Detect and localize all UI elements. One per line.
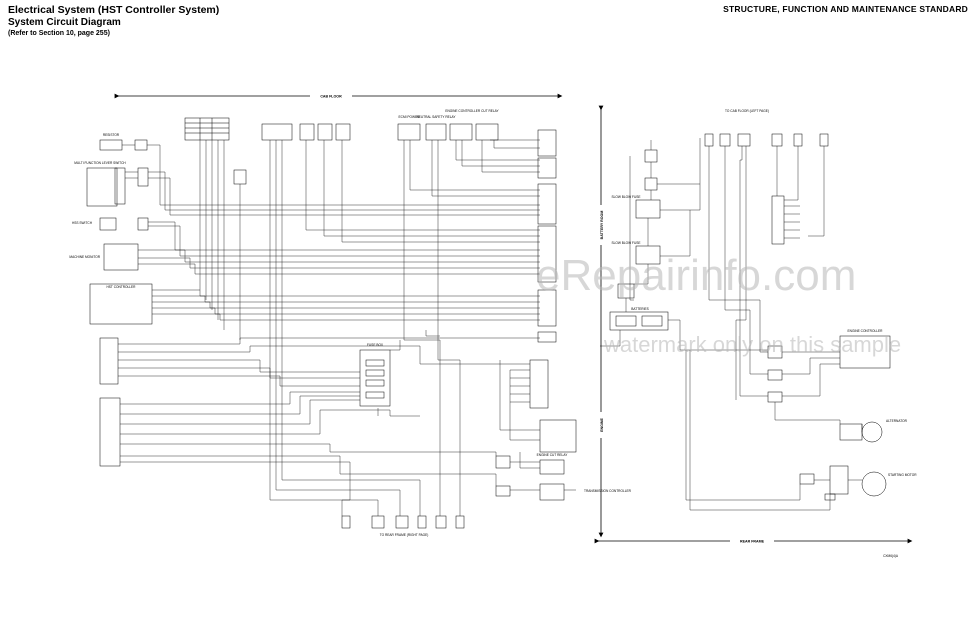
right-wiring [600,138,863,511]
rear-frame-boundary: REAR FRAME [594,537,913,545]
transmission-controller-label: TRANSMISSION CONTROLLER [584,489,632,493]
watermark-site: eRepairinfo.com [536,251,856,300]
fuse-box [359,349,391,407]
engine-cut-relay-label: ENGINE CUT RELAY [537,453,569,457]
batteries-label: BATTERIES [631,307,648,311]
page-title: Electrical System (HST Controller System… [8,4,220,16]
starting-motor-label: STARTING MOTOR [888,473,917,477]
to-rear-frame-label: TO REAR FRAME (RIGHT PAGE) [380,533,429,537]
slow-blow-fuse-1 [635,199,661,219]
connector-l41 [137,167,149,187]
hss-switch-box [99,217,117,231]
hst-controller-box [89,283,153,325]
neutral-safety-label: NEUTRAL SAFETY RELAY [416,115,456,119]
slow-blow-fuse-label-2: SLOW BLOW FUSE [611,241,640,245]
battery-room-label: BATTERY ROOM [600,211,604,240]
engine-controller-cut-relay [449,123,473,141]
battery-engine-boundary: BATTERY ROOM ENGINE [597,105,605,538]
connector-cs1 [261,123,293,141]
engine-controller-cut-relay-label: ENGINE CONTROLLER CUT RELAY [445,109,499,113]
alternator-symbol [861,421,883,443]
to-cab-floor-label: TO CAB FLOOR (LEFT PAGE) [725,109,769,113]
connector-l40 [134,139,148,151]
watermark-note: watermark only on this sample [603,332,901,357]
cab-floor-boundary: CAB FLOOR [114,92,563,100]
connector-stack-1 [99,337,119,385]
cab-floor-label: CAB FLOOR [320,95,342,99]
component-labels: RESISTOR MULTI FUNCTION LEVER SWITCH HSS… [69,109,917,558]
neutral-safety-relay [425,123,447,141]
ecm-power-label: ECMI POWER [399,115,421,119]
connector-stack-2 [99,397,121,467]
connector-mf1 [114,167,126,205]
hst-controller-2 [539,419,577,453]
rotation-switch-table [184,117,230,141]
engine-controller-label: ENGINE CONTROLLER [848,329,884,333]
rear-frame-label: REAR FRAME [740,540,765,544]
left-wiring [118,139,576,516]
engine-label: ENGINE [600,418,604,432]
resistor-box [99,139,123,151]
resistor-label: RESISTOR [103,133,120,137]
multi-function-lever-box [86,167,118,207]
fuse-box-label: FUSE BOX [367,343,384,347]
connector-s20 [233,169,247,185]
page-subtitle: System Circuit Diagram [8,17,121,29]
multi-function-lever-label: MULTI FUNCTION LEVER SWITCH [74,161,126,165]
left-components [86,117,577,529]
connector-l42 [137,217,149,231]
machine-monitor-label: MACHINE MONITOR [69,255,100,259]
right-components [609,133,891,501]
section-reference: (Refer to Section 10, page 255) [8,29,110,37]
starting-motor-symbol [861,471,887,497]
ecm-power-relay [397,123,421,141]
machine-monitor-box [103,243,139,271]
watermark: eRepairinfo.com watermark only on this s… [536,251,901,357]
batteries-box [609,311,669,331]
slow-blow-fuse-label-1: SLOW BLOW FUSE [611,195,640,199]
header-left: Electrical System (HST Controller System… [8,4,219,38]
figure-number: CXM6(4)A [883,554,899,558]
alternator-label: ALTERNATOR [886,419,908,423]
engine-cut-relay [539,459,565,475]
hst-controller-label: HST CONTROLLER [107,285,137,289]
manual-section-title: STRUCTURE, FUNCTION AND MAINTENANCE STAN… [723,4,968,14]
hss-switch-label: HSS SWITCH [72,221,93,225]
